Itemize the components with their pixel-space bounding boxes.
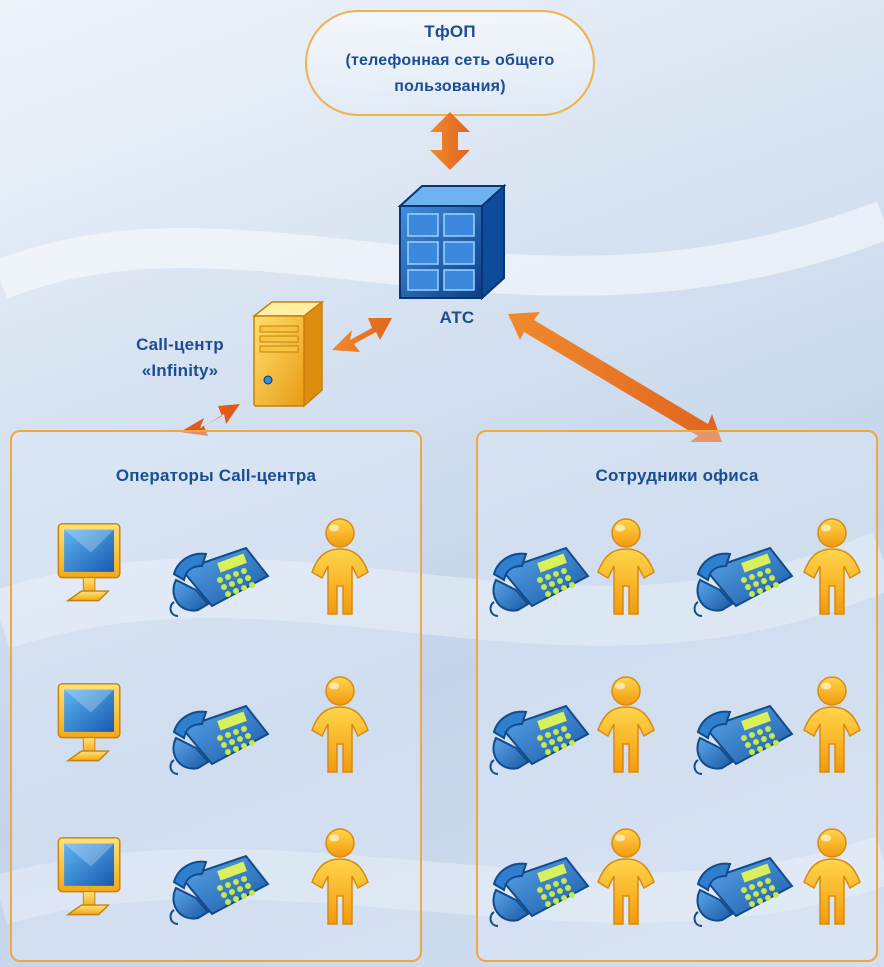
monitor-icon bbox=[50, 520, 132, 616]
monitor-icon bbox=[50, 680, 132, 776]
operators-title: Операторы Call-центра bbox=[115, 466, 317, 485]
arrow-callcenter-pbx bbox=[332, 318, 392, 352]
arrow-pstn-pbx bbox=[430, 112, 470, 170]
callcenter-label-line1: Call-центр bbox=[136, 335, 224, 354]
monitor-icon bbox=[50, 834, 132, 930]
server-icon bbox=[251, 300, 325, 408]
callcenter-label-line2: «Infinity» bbox=[141, 361, 219, 380]
arrow-pbx-office bbox=[508, 312, 722, 442]
pstn-title: ТфОП bbox=[424, 22, 476, 41]
person-icon bbox=[310, 674, 370, 774]
phone-icon bbox=[692, 850, 802, 930]
phone-icon bbox=[488, 698, 598, 778]
callcenter-label: Call-центр «Infinity» bbox=[110, 332, 250, 384]
pstn-subtitle-line2: пользования) bbox=[394, 78, 506, 95]
person-icon bbox=[596, 674, 656, 774]
phone-icon bbox=[488, 850, 598, 930]
phone-icon bbox=[168, 698, 278, 778]
person-icon bbox=[802, 516, 862, 616]
person-icon bbox=[596, 516, 656, 616]
phone-icon bbox=[692, 698, 802, 778]
person-icon bbox=[310, 826, 370, 926]
person-icon bbox=[802, 826, 862, 926]
person-icon bbox=[596, 826, 656, 926]
pbx-cube-icon bbox=[397, 183, 507, 301]
person-icon bbox=[310, 516, 370, 616]
pstn-subtitle: (телефонная сеть общего пользования) bbox=[305, 48, 595, 100]
office-title: Сотрудники офиса bbox=[595, 466, 759, 485]
person-icon bbox=[802, 674, 862, 774]
pstn-subtitle-line1: (телефонная сеть общего bbox=[345, 52, 555, 69]
phone-icon bbox=[488, 540, 598, 620]
phone-icon bbox=[168, 848, 278, 928]
phone-icon bbox=[692, 540, 802, 620]
pbx-label: АТС bbox=[439, 308, 475, 327]
phone-icon bbox=[168, 540, 278, 620]
arrow-callcenter-operators bbox=[180, 404, 240, 436]
pstn-node bbox=[305, 10, 595, 116]
